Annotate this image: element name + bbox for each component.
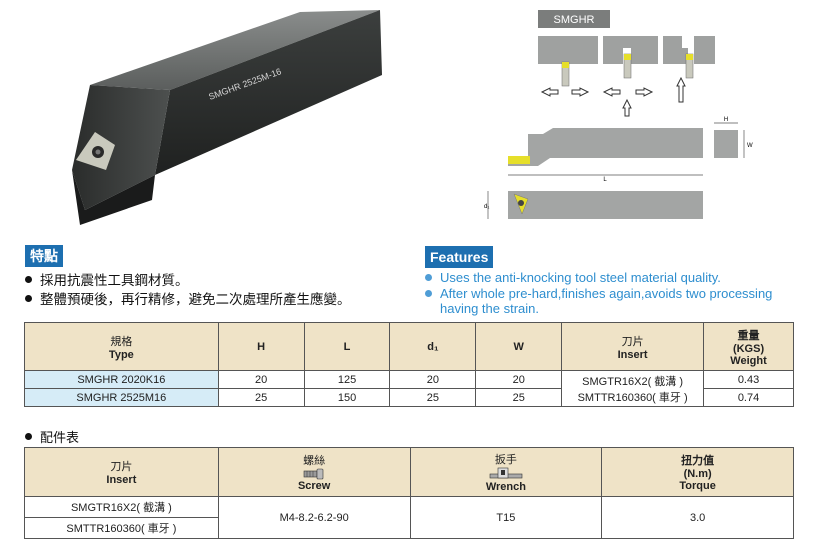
tool-holder-photo: SMGHR 2525M-16 (72, 10, 382, 225)
table-row: SMTTR160360( 車牙 ) (24, 517, 794, 539)
svg-text:d₁: d₁ (484, 204, 489, 210)
cell-insert: SMTTR160360( 車牙 ) (24, 517, 219, 539)
header-wrench: 扳手 Wrench (409, 447, 603, 497)
feature-en-1: Uses the anti-knocking tool steel materi… (425, 270, 721, 285)
screw-icon (303, 468, 324, 480)
header-h: H (217, 322, 305, 371)
cell-d: 25 (389, 388, 477, 407)
table-row: SMGTR16X2( 截溝 ) M4-8.2-6.2-90 T15 3.0 (24, 496, 794, 539)
svg-text:L: L (603, 177, 607, 183)
feature-en-2-cont: having the strain. (440, 301, 540, 316)
cell-w: 20 (475, 370, 563, 389)
header-weight: 重量(KGS)Weight (703, 322, 794, 371)
cell-d: 20 (389, 370, 477, 389)
feature-cn-1: 採用抗震性工具鋼材質。 (25, 269, 189, 289)
features-en-title: Features (425, 246, 494, 268)
header-d: d₁ (389, 322, 477, 371)
cell-l: 150 (303, 388, 391, 407)
cell-weight: 0.74 (703, 388, 794, 407)
header-torque: 扭力值(N.m)Torque (601, 447, 794, 497)
cell-weight: 0.43 (703, 370, 794, 389)
cell-type: SMGHR 2525M16 (24, 388, 219, 407)
wrench-icon (489, 467, 523, 479)
header-screw: 螺絲 Screw (217, 447, 411, 497)
header-l: L (303, 322, 391, 371)
cell-wrench: T15 (409, 496, 603, 539)
features-cn-title: 特點 (25, 245, 63, 267)
feature-en-2: After whole pre-hard,finishes again,avoi… (425, 286, 772, 301)
cell-screw: M4-8.2-6.2-90 (217, 496, 411, 539)
cell-inserts: SMGTR16X2( 截溝 )SMTTR160360( 車牙 ) (561, 370, 705, 407)
cell-type: SMGHR 2020K16 (24, 370, 219, 389)
header-w: W (475, 322, 563, 371)
table-row: SMGHR 2020K16 20 125 20 20 SMGTR16X2( 截溝… (24, 370, 794, 407)
feature-cn-2: 整體預硬後，再行精修，避免二次處理所產生應變。 (25, 288, 351, 308)
cell-h: 20 (217, 370, 305, 389)
cell-w: 25 (475, 388, 563, 407)
svg-text:W: W (747, 143, 753, 149)
table-row: SMGHR 2525M16 25 150 25 25 0.74 (24, 388, 794, 407)
accessories-label: 配件表 (25, 427, 79, 446)
cell-torque: 3.0 (601, 496, 794, 539)
svg-text:H: H (724, 117, 728, 123)
cell-l: 125 (303, 370, 391, 389)
cell-h: 25 (217, 388, 305, 407)
diagram-label: SMGHR (554, 14, 595, 26)
technical-diagram: SMGHR H W L d₁ (484, 10, 753, 219)
cell-insert: SMGTR16X2( 截溝 ) (24, 496, 219, 518)
